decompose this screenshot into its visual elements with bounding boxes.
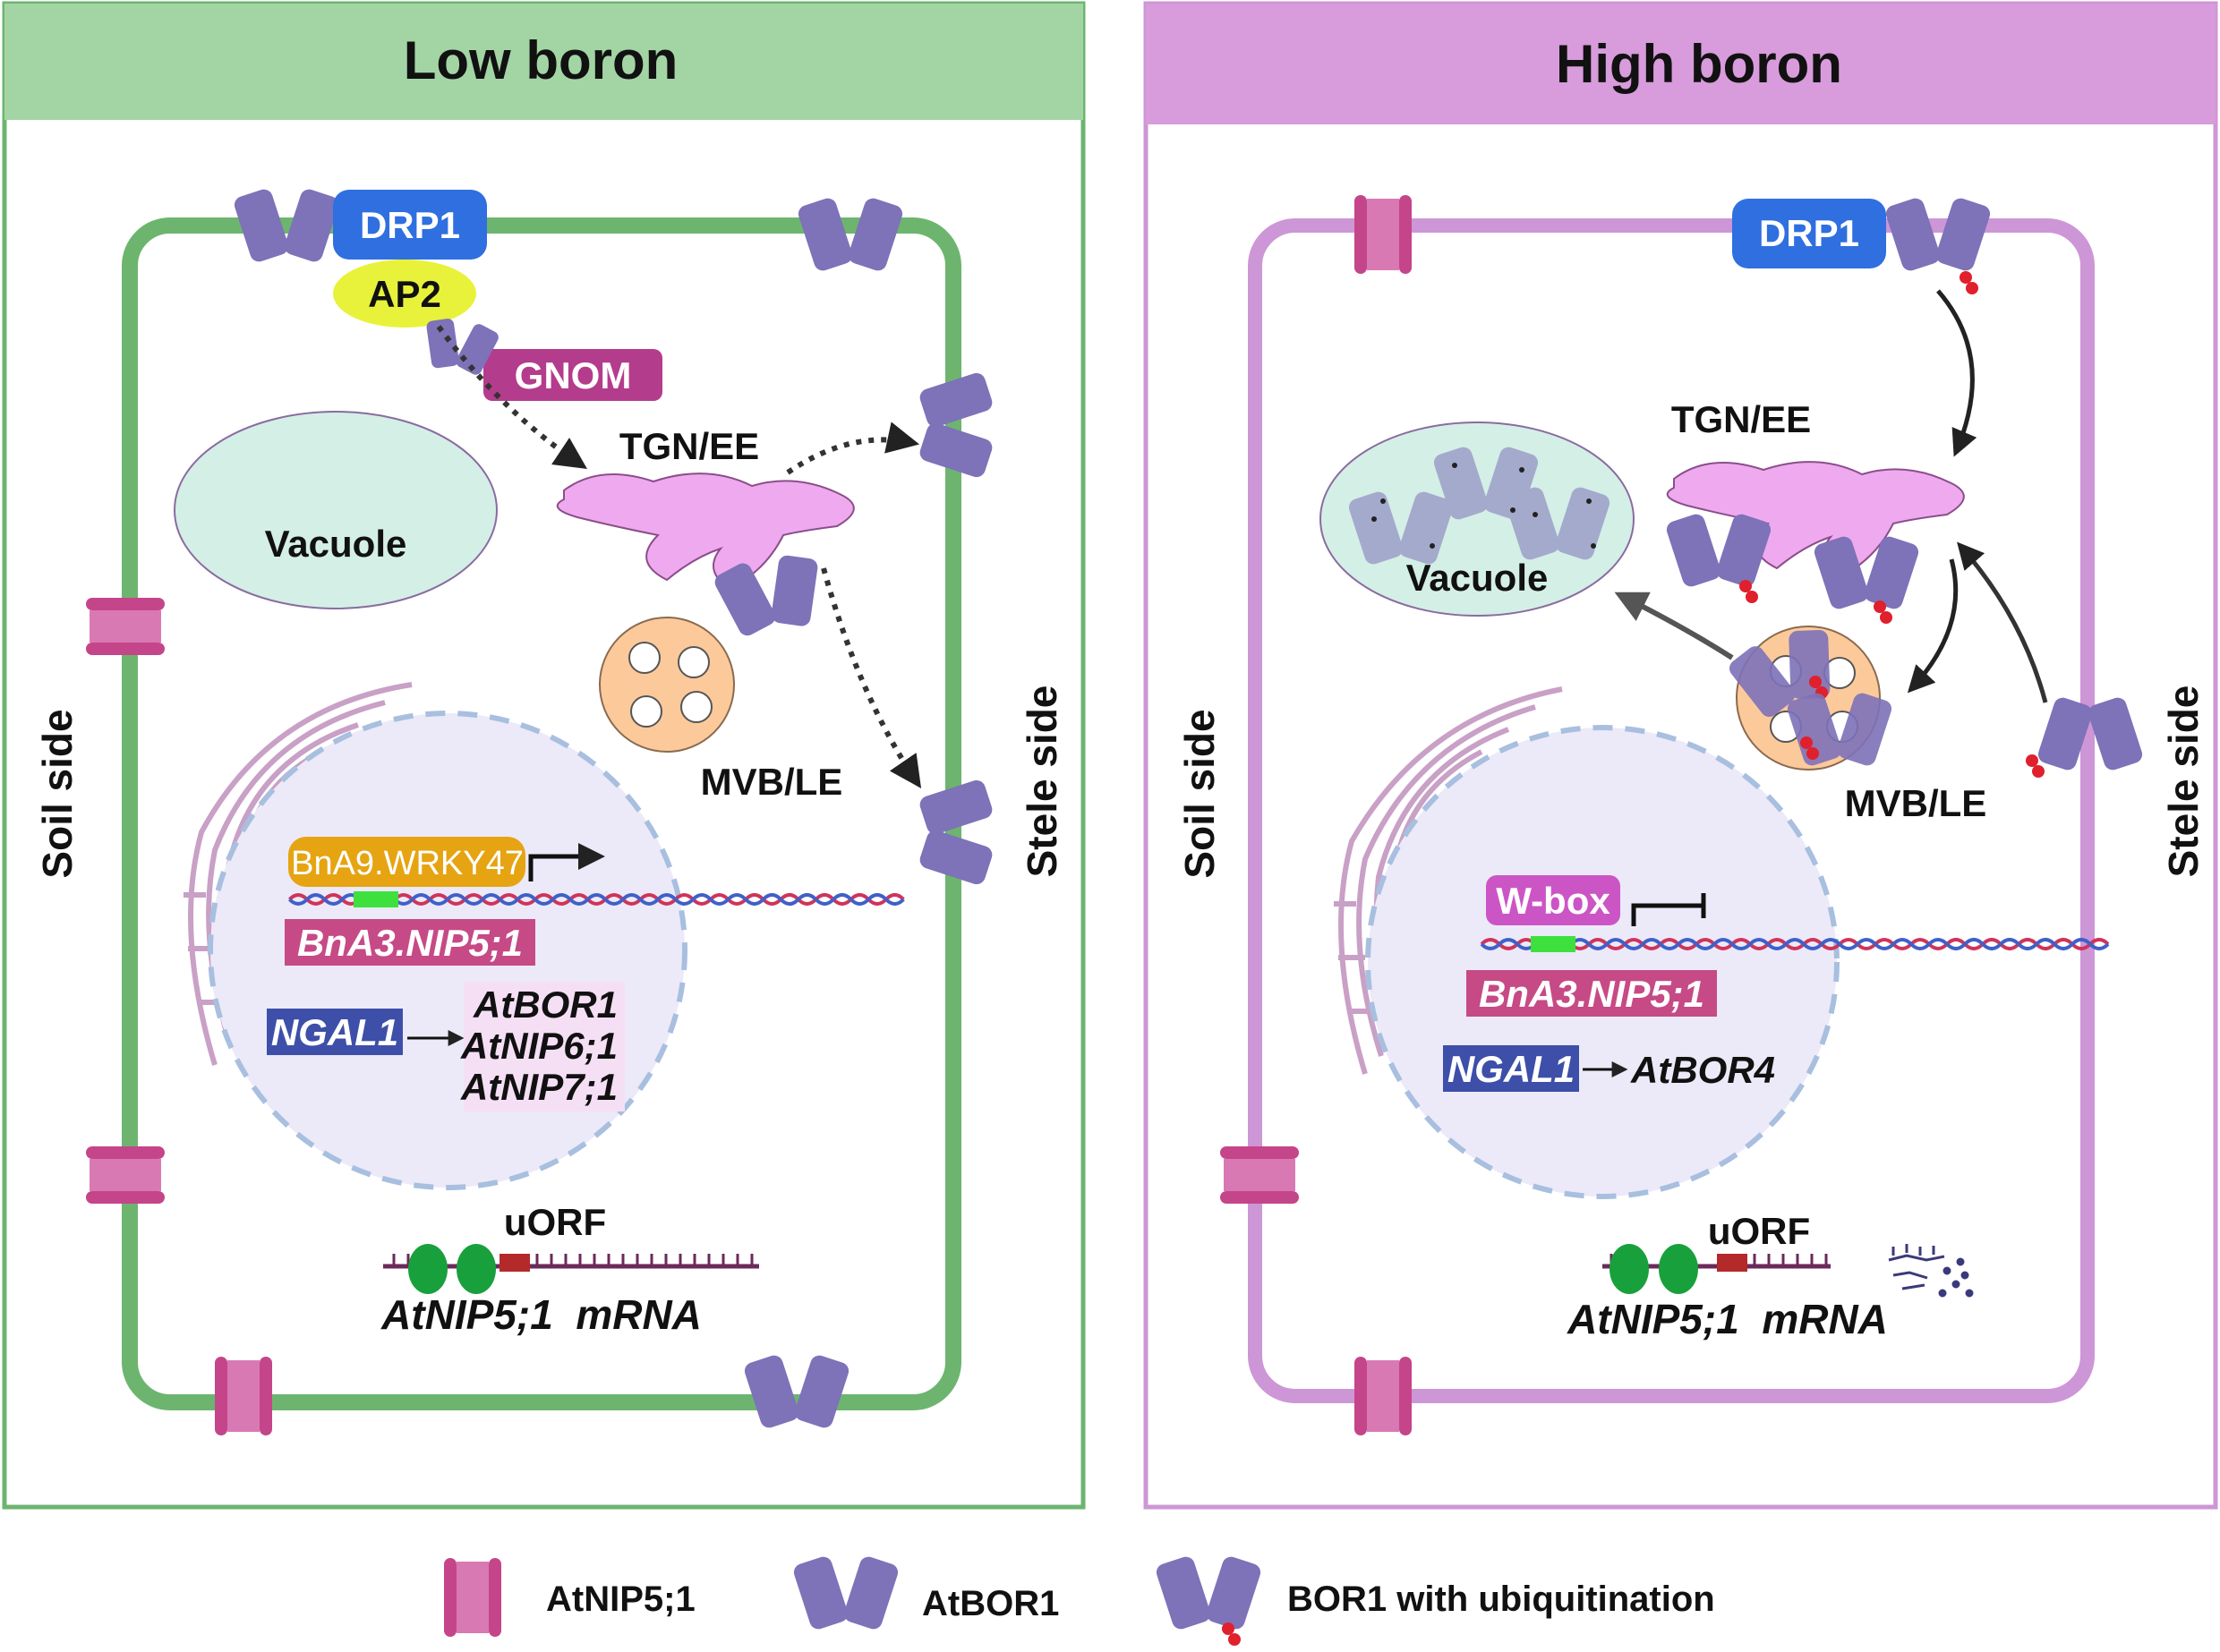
uorf-label: uORF [504,1201,606,1243]
nip5-channel [1354,195,1412,274]
ap2-ellipse [333,260,476,328]
vacuole-label: Vacuole [265,523,407,565]
mrna-label: AtNIP5;1 mRNA [1567,1296,1888,1342]
soil-side-label: Soil side [34,709,81,878]
legend-bor1-icon [791,1554,901,1631]
binding-site [354,891,398,907]
gene-box [1466,970,1717,1017]
legend-bor1-label: AtBOR1 [922,1584,1059,1623]
vacuole [1319,422,1635,617]
repression-symbol [1631,893,1706,926]
to-mvb-arrow [1907,558,1959,694]
legend-bor1-ub-icon [1154,1554,1263,1631]
nip5-channel [1354,1357,1412,1435]
soil-side-label: Soil side [1176,709,1223,878]
nip5-channel [1220,1146,1299,1204]
high-boron-panel: High boron DRP1 TGN/EE Vac [1143,1,2218,1510]
endocytosis-arrow [1936,289,1977,457]
ngal1-label: NGAL1 [271,1011,398,1053]
nip5-channel [86,598,165,655]
low-boron-title: Low boron [404,30,679,90]
promoter-arrow [528,843,605,881]
ngal1-box [1443,1045,1579,1092]
tgn-label: TGN/EE [619,425,759,467]
low-boron-header [4,4,1083,120]
high-boron-title: High boron [1556,34,1842,94]
gnom-label: GNOM [515,354,632,396]
stele-side-label: Stele side [2160,685,2207,878]
vacuole [174,411,498,609]
mvb-label: MVB/LE [1845,782,1987,824]
binding-site [1531,936,1575,952]
to-vacuole-arrow [1614,592,1734,660]
tgn-organelle [556,473,855,591]
gene-box [285,919,535,966]
legend-bor1-ub-label: BOR1 with ubiquitination [1287,1580,1715,1619]
legend-nip5-label: AtNIP5;1 [546,1580,696,1619]
target-2: AtNIP6;1 [460,1025,618,1067]
nip5-channel [86,1146,165,1204]
uorf-label: uORF [1708,1210,1810,1252]
target-1: AtBOR1 [473,984,618,1026]
legend: AtNIP5;1 AtBOR1 BOR1 with ubiquitination [444,1554,1715,1646]
endocytosis-arrow [436,325,587,469]
tf-box [288,837,525,887]
drp1-label: DRP1 [360,204,460,246]
legend-nip5-icon [444,1558,501,1637]
target-label: AtBOR4 [1630,1049,1775,1091]
mvb-label: MVB/LE [701,761,843,803]
ngal1-label: NGAL1 [1447,1048,1575,1090]
gene-label: BnA3.NIP5;1 [1479,973,1704,1015]
mrna-label: AtNIP5;1 mRNA [380,1291,702,1338]
target-3: AtNIP7;1 [460,1066,618,1108]
high-boron-header [1146,4,2216,124]
wbox-box [1486,875,1620,925]
vacuole-label: Vacuole [1406,557,1549,599]
drp1-box [333,190,487,260]
low-boron-panel: Low boron DRP1 AP2 GNOM Vacuole TGN/EE [2,1,1086,1510]
ribosomes [1610,1244,1698,1294]
recycle-arrow [1957,541,2048,703]
wbox-label: W-box [1496,880,1610,922]
ap2-label: AP2 [368,273,441,315]
gene-label: BnA3.NIP5;1 [297,922,523,964]
gnom-box [483,349,662,401]
stele-side-label: Stele side [1019,685,1065,878]
mvb-organelle [599,617,735,753]
tgn-label: TGN/EE [1671,398,1811,440]
drp1-label: DRP1 [1759,212,1859,254]
ngal1-box [267,1009,403,1055]
targets-box [464,982,625,1111]
drp1-box [1732,199,1886,268]
nucleus [1365,725,1840,1199]
tf-label: BnA9.WRKY47 [291,845,524,882]
polar-delivery-arrow [821,567,922,788]
recycling-arrow [786,422,920,475]
ribosomes [408,1244,496,1294]
nip5-channel [215,1357,272,1435]
degraded-mrna [1888,1244,1974,1298]
